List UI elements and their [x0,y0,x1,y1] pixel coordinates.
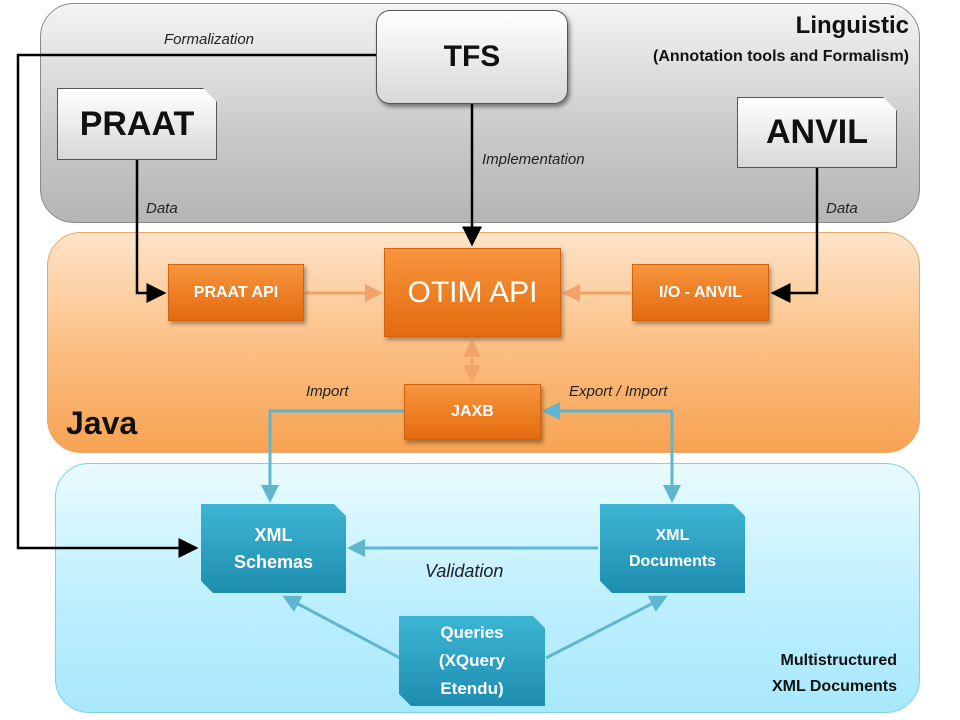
queries-label-line2: (XQuery [438,651,506,670]
export-import-label: Export / Import [569,383,668,400]
tfs-label: TFS [443,40,501,73]
anvil-node: ANVIL [737,97,897,168]
import-arrow [261,409,404,503]
praat-data-arrow [135,160,167,303]
jaxb-label: JAXB [451,403,494,420]
xml-documents-label-line1: XML [655,526,690,544]
xml-schemas-node: XML Schemas [201,504,346,593]
formalization-arrow [16,53,376,558]
linguistic-layer-title: Linguistic [795,12,909,39]
tfs-node: TFS [376,10,568,104]
xml-layer-title-line2: XML Documents [771,678,897,695]
xml-documents-node: XML Documents [600,504,745,593]
praat-api-label: PRAAT API [193,283,279,301]
export-import-arrow [542,402,681,503]
linguistic-layer-subtitle: (Annotation tools and Formalism) [653,48,909,65]
import-label: Import [306,383,349,400]
io-anvil-node: I/O - ANVIL [632,264,769,321]
praat-api-node: PRAAT API [168,264,304,321]
io-anvil-label: I/O - ANVIL [659,283,742,301]
queries-label-line3: Etendu) [440,679,504,698]
otim-api-label: OTIM API [407,275,538,309]
otim-api-node: OTIM API [384,248,561,337]
queries-to-schemas-arrow [282,595,401,660]
xml-schemas-label-line1: XML [254,524,293,545]
validation-label: Validation [425,561,504,581]
queries-node: Queries (XQuery Etendu) [399,616,545,706]
queries-to-documents-arrow [545,595,668,660]
data-label-left: Data [146,200,178,217]
anvil-label: ANVIL [766,113,868,151]
jaxb-node: JAXB [404,384,541,440]
data-label-right: Data [826,200,858,217]
xml-layer-title-line1: Multistructured [780,652,897,669]
praat-node: PRAAT [57,88,217,160]
anvil-data-arrow [770,168,819,303]
praat-label: PRAAT [79,104,195,143]
xml-schemas-label-line2: Schemas [233,551,314,572]
queries-label-line1: Queries [440,623,504,642]
java-layer-title: Java [66,405,138,441]
xml-documents-label-line2: Documents [628,552,717,570]
formalization-label: Formalization [164,31,255,48]
implementation-label: Implementation [482,151,585,168]
